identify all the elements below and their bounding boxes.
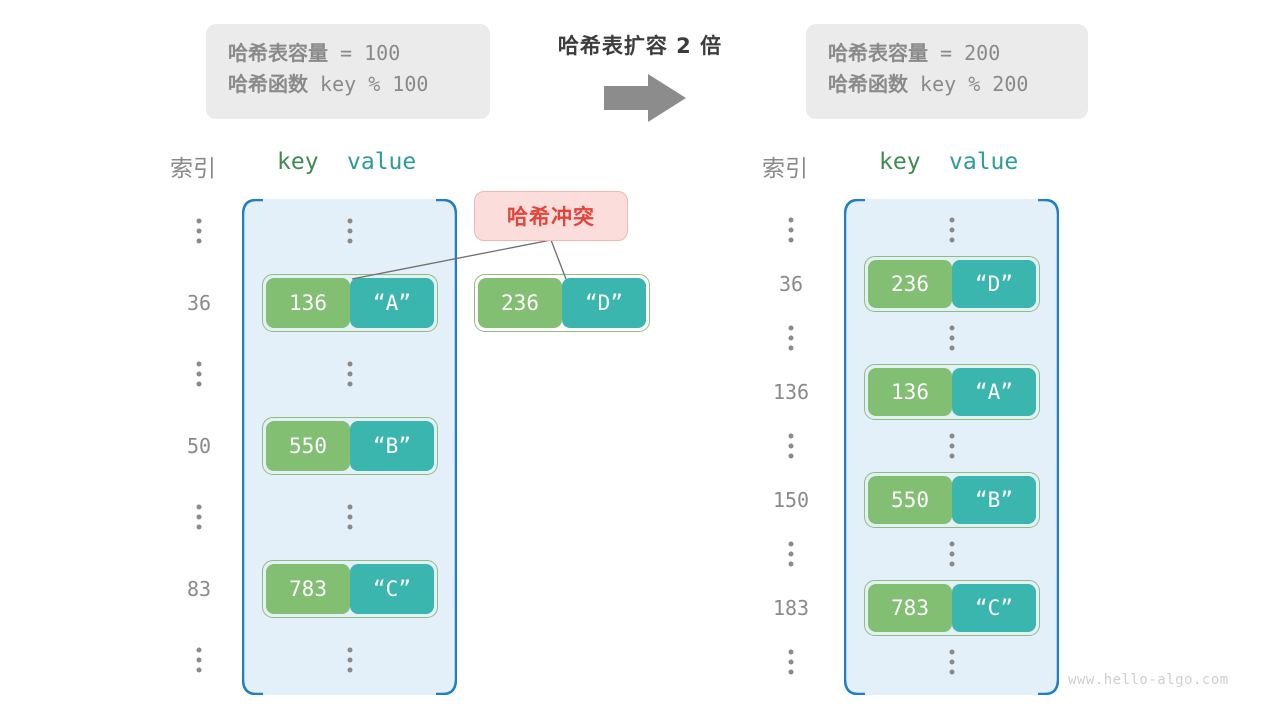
- vertical-ellipsis-icon: [196, 504, 202, 530]
- entry-pair[interactable]: 136“A”: [864, 364, 1040, 420]
- vertical-ellipsis-icon: [788, 649, 794, 675]
- collision-badge-label: 哈希冲突: [507, 205, 595, 229]
- table-row[interactable]: 236“D”: [864, 256, 1040, 312]
- collision-badge: 哈希冲突: [474, 191, 628, 241]
- vertical-ellipsis-icon: [949, 541, 954, 567]
- left-function-line: 哈希函数 key % 100: [228, 69, 468, 100]
- left-index-label: 36: [186, 290, 212, 315]
- table-row[interactable]: 783“C”: [262, 559, 438, 618]
- watermark: www.hello-algo.com: [1068, 672, 1229, 688]
- right-index-header: 索引: [762, 156, 808, 182]
- vertical-ellipsis-icon: [949, 649, 954, 675]
- entry-value: “A”: [350, 277, 434, 328]
- vertical-ellipsis-icon: [196, 361, 202, 387]
- right-capacity-line: 哈希表容量 = 200: [828, 38, 1066, 69]
- overflow-entry-pair[interactable]: 236 “D”: [474, 274, 650, 332]
- left-key-header: key: [277, 149, 319, 175]
- vertical-ellipsis-icon: [196, 218, 202, 244]
- right-hash-config-box: 哈希表容量 = 200 哈希函数 key % 200: [806, 24, 1088, 119]
- right-frame-right-edge: [1037, 199, 1059, 695]
- entry-key: 136: [266, 277, 350, 328]
- left-index-column: 36 50 83: [168, 199, 230, 695]
- right-capacity-value: = 200: [928, 41, 1001, 65]
- entry-value: “B”: [952, 476, 1036, 524]
- right-function-line: 哈希函数 key % 200: [828, 69, 1066, 100]
- right-index-label: 36: [778, 272, 804, 296]
- table-row[interactable]: 783“C”: [864, 580, 1040, 636]
- entry-value: “A”: [952, 368, 1036, 416]
- vertical-ellipsis-icon: [788, 433, 794, 459]
- left-index-header: 索引: [170, 156, 216, 182]
- vertical-ellipsis-icon: [949, 325, 954, 351]
- left-hash-config-box: 哈希表容量 = 100 哈希函数 key % 100: [206, 24, 490, 119]
- vertical-ellipsis-icon: [347, 218, 352, 244]
- entry-value: “D”: [952, 260, 1036, 308]
- entry-pair[interactable]: 236“D”: [864, 256, 1040, 312]
- vertical-ellipsis-icon: [347, 504, 352, 530]
- entry-pair[interactable]: 550“B”: [262, 416, 438, 475]
- vertical-ellipsis-icon: [788, 217, 794, 243]
- entry-key: 550: [868, 476, 952, 524]
- left-capacity-label: 哈希表容量: [228, 41, 328, 65]
- right-value-header: value: [949, 149, 1019, 175]
- entry-pair[interactable]: 783“C”: [864, 580, 1040, 636]
- entry-key: 236: [868, 260, 952, 308]
- entry-key: 783: [868, 584, 952, 632]
- left-value-header: value: [347, 149, 417, 175]
- expand-caption: 哈希表扩容 2 倍: [557, 34, 723, 58]
- entry-value: “C”: [350, 563, 434, 614]
- vertical-ellipsis-icon: [196, 647, 202, 673]
- overflow-entry-row[interactable]: 236 “D”: [474, 274, 650, 332]
- entry-value: “C”: [952, 584, 1036, 632]
- vertical-ellipsis-icon: [347, 361, 352, 387]
- right-frame-left-edge: [844, 199, 866, 695]
- left-index-label: 83: [186, 576, 212, 601]
- vertical-ellipsis-icon: [949, 433, 954, 459]
- table-row[interactable]: 550“B”: [864, 472, 1040, 528]
- left-frame-right-edge: [435, 199, 457, 695]
- right-arrow-icon: [604, 74, 686, 122]
- right-capacity-label: 哈希表容量: [828, 41, 928, 65]
- right-index-label: 183: [772, 596, 810, 620]
- table-row[interactable]: 136“A”: [262, 273, 438, 332]
- left-frame-left-edge: [242, 199, 264, 695]
- vertical-ellipsis-icon: [347, 647, 352, 673]
- right-function-value: key % 200: [908, 72, 1029, 96]
- overflow-entry-key: 236: [478, 278, 562, 328]
- left-function-label: 哈希函数: [228, 72, 308, 96]
- vertical-ellipsis-icon: [949, 217, 954, 243]
- entry-key: 550: [266, 420, 350, 471]
- right-index-column: 36 136 150 183: [758, 199, 824, 695]
- left-capacity-value: = 100: [328, 41, 401, 65]
- vertical-ellipsis-icon: [788, 541, 794, 567]
- right-key-header: key: [879, 149, 921, 175]
- right-index-label: 150: [772, 488, 810, 512]
- vertical-ellipsis-icon: [788, 325, 794, 351]
- entry-pair[interactable]: 136“A”: [262, 273, 438, 332]
- right-function-label: 哈希函数: [828, 72, 908, 96]
- overflow-entry-value: “D”: [562, 278, 646, 328]
- table-row[interactable]: 550“B”: [262, 416, 438, 475]
- entry-value: “B”: [350, 420, 434, 471]
- right-index-label: 136: [772, 380, 810, 404]
- entry-pair[interactable]: 783“C”: [262, 559, 438, 618]
- entry-pair[interactable]: 550“B”: [864, 472, 1040, 528]
- entry-key: 136: [868, 368, 952, 416]
- table-row[interactable]: 136“A”: [864, 364, 1040, 420]
- entry-key: 783: [266, 563, 350, 614]
- left-function-value: key % 100: [308, 72, 429, 96]
- left-capacity-line: 哈希表容量 = 100: [228, 38, 468, 69]
- left-index-label: 50: [186, 433, 212, 458]
